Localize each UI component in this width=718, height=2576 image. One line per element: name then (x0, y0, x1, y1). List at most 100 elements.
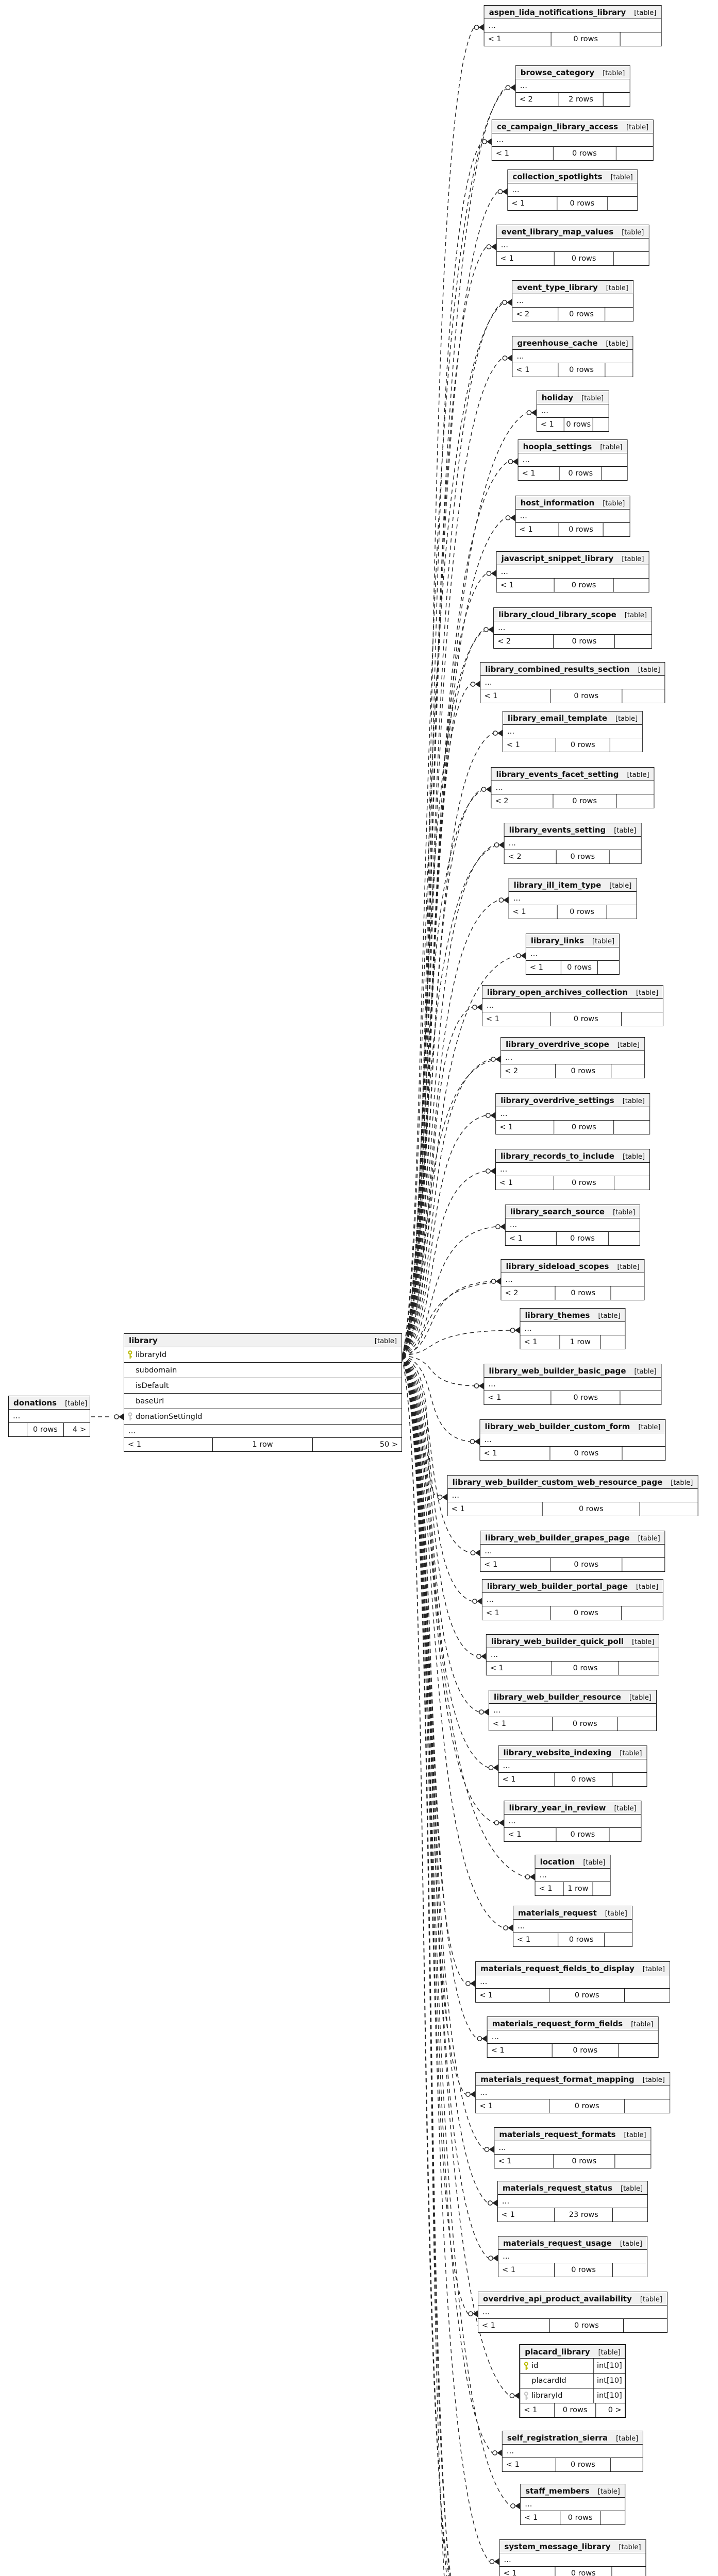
table-name-link[interactable]: library_overdrive_scope (506, 1040, 609, 1049)
table-name-link[interactable]: library_web_builder_resource (493, 1692, 621, 1702)
table-name-link[interactable]: library_records_to_include (500, 1151, 614, 1161)
table-name-link[interactable]: javascript_snippet_library (501, 554, 614, 563)
table-name-link[interactable]: library_ill_item_type (513, 880, 602, 890)
table-name-link[interactable]: ce_campaign_library_access (496, 122, 619, 131)
table-box-materials_request_format_mapping[interactable]: materials_request_format_mapping[table].… (475, 2072, 670, 2113)
table-name-link[interactable]: greenhouse_cache (517, 338, 598, 348)
table-name-link[interactable]: placard_library (525, 2347, 590, 2357)
table-name-link[interactable]: event_type_library (517, 283, 598, 292)
table-name-link[interactable]: host_information (520, 498, 595, 507)
table-name-link[interactable]: materials_request (518, 1908, 597, 1918)
table-box-library_web_builder_custom_web_resource_page[interactable]: library_web_builder_custom_web_resource_… (447, 1475, 698, 1516)
table-header: event_type_library[table] (512, 281, 633, 294)
table-name-link[interactable]: library_web_builder_custom_form (485, 1422, 630, 1431)
table-name-link[interactable]: holiday (541, 393, 574, 402)
table-name-link[interactable]: donations (13, 1398, 57, 1408)
table-box-library_web_builder_portal_page[interactable]: library_web_builder_portal_page[table]..… (481, 1579, 664, 1620)
table-name-link[interactable]: library_web_builder_quick_poll (491, 1637, 624, 1646)
table-name-link[interactable]: system_message_library (504, 2542, 611, 2551)
table-name-link[interactable]: library_events_setting (509, 825, 606, 835)
table-name-link[interactable]: self_registration_sierra (507, 2433, 608, 2443)
table-name-link[interactable]: materials_request_usage (503, 2239, 612, 2248)
table-name-link[interactable]: library_year_in_review (509, 1803, 606, 1812)
table-name-link[interactable]: library_open_archives_collection (487, 988, 628, 997)
table-box-overdrive_api_product_availability[interactable]: overdrive_api_product_availability[table… (478, 2292, 667, 2333)
table-name-link[interactable]: library_overdrive_settings (500, 1096, 614, 1105)
table-name-link[interactable]: library_links (530, 936, 585, 945)
table-name-link[interactable]: event_library_map_values (501, 227, 614, 236)
table-name-link[interactable]: materials_request_formats (499, 2130, 616, 2139)
table-name-link[interactable]: materials_request_format_mapping (480, 2075, 634, 2084)
table-box-library_web_builder_custom_form[interactable]: library_web_builder_custom_form[table]..… (479, 1419, 666, 1461)
table-name-link[interactable]: library_combined_results_section (485, 665, 630, 674)
table-box-aspen_lida_notifications_library[interactable]: aspen_lida_notifications_library[table].… (483, 5, 662, 46)
table-name-link[interactable]: library (129, 1336, 158, 1345)
table-box-library_events_facet_setting[interactable]: library_events_facet_setting[table]...< … (491, 767, 655, 808)
table-name-link[interactable]: materials_request_status (502, 2183, 613, 2193)
table-name-link[interactable]: library_themes (525, 1311, 590, 1320)
table-name-link[interactable]: library_web_builder_grapes_page (485, 1533, 630, 1543)
table-name-link[interactable]: staff_members (525, 2486, 590, 2496)
table-name-link[interactable]: aspen_lida_notifications_library (489, 8, 626, 17)
table-name-link[interactable]: library_web_builder_custom_web_resource_… (452, 1478, 663, 1487)
table-box-materials_request_form_fields[interactable]: materials_request_form_fields[table]...<… (487, 2016, 659, 2058)
table-box-library_web_builder_quick_poll[interactable]: library_web_builder_quick_poll[table]...… (486, 1634, 660, 1675)
table-name-link[interactable]: browse_category (520, 68, 595, 77)
table-name-link[interactable]: library_sideload_scopes (506, 1262, 609, 1271)
table-name-link[interactable]: collection_spotlights (512, 172, 603, 181)
table-name-link[interactable]: library_email_template (507, 714, 608, 723)
table-name-link[interactable]: library_website_indexing (503, 1748, 612, 1757)
table-header: library_records_to_include[table] (495, 1149, 650, 1163)
table-box-library_cloud_library_scope[interactable]: library_cloud_library_scope[table]...< 2… (493, 607, 652, 649)
table-box-library_web_builder_resource[interactable]: library_web_builder_resource[table]...< … (488, 1690, 657, 1731)
table-name-link[interactable]: location (540, 1857, 575, 1867)
table-box-materials_request_fields_to_display[interactable]: materials_request_fields_to_display[tabl… (475, 1961, 670, 2003)
table-name-link[interactable]: library_search_source (510, 1207, 605, 1216)
table-name-link[interactable]: materials_request_fields_to_display (480, 1964, 634, 1973)
table-box-library_web_builder_basic_page[interactable]: library_web_builder_basic_page[table]...… (483, 1364, 662, 1405)
table-name-link[interactable]: overdrive_api_product_availability (483, 2294, 632, 2303)
table-name-link[interactable]: library_web_builder_portal_page (487, 1582, 628, 1591)
table-box-library_open_archives_collection[interactable]: library_open_archives_collection[table].… (481, 985, 664, 1026)
table-box-library_web_builder_grapes_page[interactable]: library_web_builder_grapes_page[table]..… (480, 1531, 665, 1572)
table-name-link[interactable]: library_events_facet_setting (496, 770, 619, 779)
table-name-link[interactable]: hoopla_settings (523, 442, 592, 451)
table-name-link[interactable]: library_web_builder_basic_page (489, 1366, 626, 1376)
table-name-link[interactable]: materials_request_form_fields (492, 2019, 623, 2028)
table-name-link[interactable]: library_cloud_library_scope (498, 610, 616, 619)
table-box-library_combined_results_section[interactable]: library_combined_results_section[table].… (480, 662, 665, 703)
